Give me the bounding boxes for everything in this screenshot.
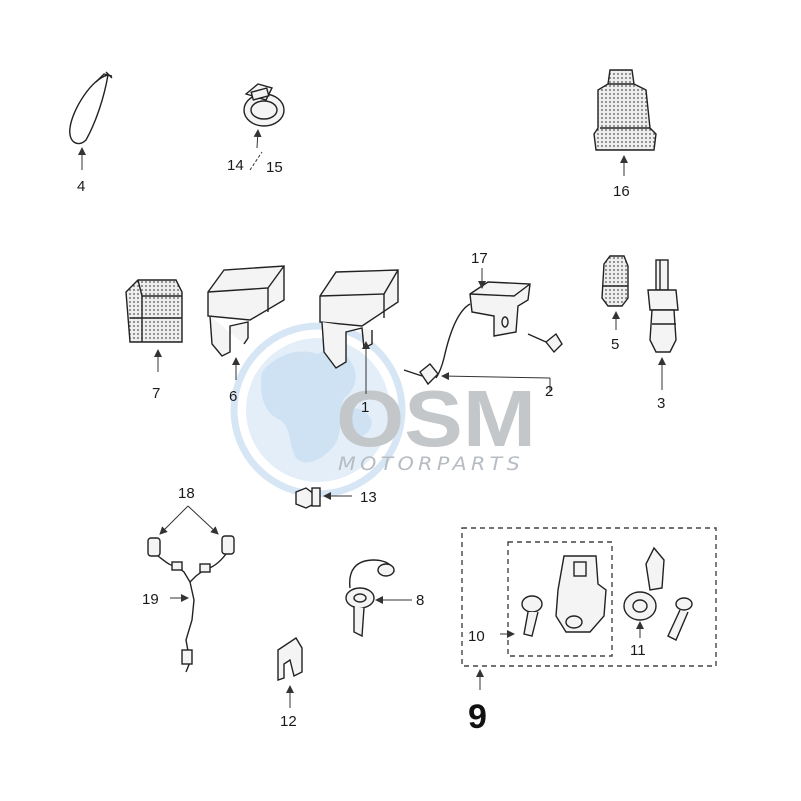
callout-19: 19 bbox=[142, 591, 159, 608]
callout-13: 13 bbox=[360, 489, 377, 506]
callout-2: 2 bbox=[545, 383, 553, 400]
callout-15: 15 bbox=[266, 159, 283, 176]
callout-labels: 1 2 3 4 5 6 7 8 9 10 11 12 13 14 15 16 1… bbox=[77, 157, 665, 736]
part-9-10-11-lock-set bbox=[461, 527, 717, 690]
part-13-bulb bbox=[295, 487, 352, 509]
part-17-sensor-bracket bbox=[435, 268, 531, 379]
part-12-clip bbox=[277, 637, 303, 708]
callout-8: 8 bbox=[416, 592, 424, 609]
callout-18: 18 bbox=[178, 485, 195, 502]
part-3-stop-switch bbox=[647, 259, 679, 390]
callout-5: 5 bbox=[611, 336, 619, 353]
callout-1: 1 bbox=[361, 399, 369, 416]
logo-letters: OSM bbox=[336, 374, 536, 463]
callout-6: 6 bbox=[229, 388, 237, 405]
part-7-connector-block bbox=[125, 279, 183, 372]
callout-9: 9 bbox=[468, 698, 487, 736]
callout-10: 10 bbox=[468, 628, 485, 645]
part-8-key bbox=[345, 559, 412, 638]
callout-16: 16 bbox=[613, 183, 630, 200]
callout-3: 3 bbox=[657, 395, 665, 412]
callout-4: 4 bbox=[77, 178, 85, 195]
part-5-connector-cap bbox=[601, 255, 629, 330]
callout-12: 12 bbox=[280, 713, 297, 730]
part-18-19-wiring bbox=[147, 505, 235, 673]
part-14-15-hose-clamp bbox=[243, 83, 285, 171]
callout-11: 11 bbox=[630, 642, 646, 659]
callout-7: 7 bbox=[152, 385, 160, 402]
watermark: OSM MOTORPARTS bbox=[230, 322, 536, 498]
part-6-relay-cover bbox=[207, 265, 285, 380]
part-16-rubber-boot bbox=[593, 69, 657, 176]
callout-14: 14 bbox=[227, 157, 244, 174]
part-4-cable-tie bbox=[69, 71, 113, 170]
logo-subtext: MOTORPARTS bbox=[338, 453, 524, 475]
part-2-screws bbox=[403, 332, 563, 392]
callout-17: 17 bbox=[471, 250, 488, 267]
part-1-relay-cover bbox=[319, 269, 399, 394]
